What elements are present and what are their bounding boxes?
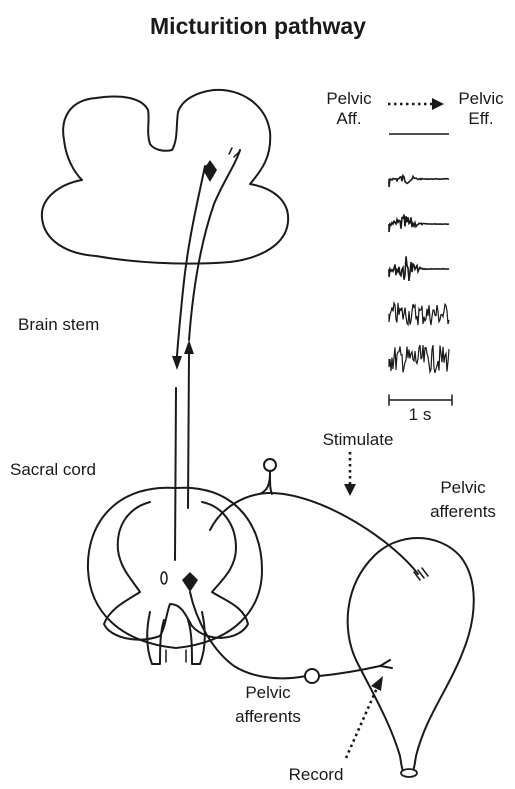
trace-left-header-1: Pelvic xyxy=(326,89,372,108)
label-pelvic-afferents-bottom-2: afferents xyxy=(235,707,301,726)
stimulate-arrow xyxy=(344,452,356,496)
sacral-neuron xyxy=(182,572,198,592)
trace-right-header-2: Eff. xyxy=(468,109,493,128)
scale-bar-label: 1 s xyxy=(409,405,432,424)
label-pelvic-afferents-top-1: Pelvic xyxy=(440,478,486,497)
recording-traces-panel: Pelvic Aff. Pelvic Eff. 1 s xyxy=(326,89,504,424)
figure-title: Micturition pathway xyxy=(150,13,366,39)
label-brain-stem: Brain stem xyxy=(18,315,99,334)
trace-4 xyxy=(389,256,449,281)
bladder-outline xyxy=(348,538,474,777)
trace-left-header-2: Aff. xyxy=(336,109,361,128)
trace-6 xyxy=(389,345,449,373)
label-pelvic-afferents-top-2: afferents xyxy=(430,502,496,521)
brain-stem-outline xyxy=(42,90,288,264)
label-stimulate: Stimulate xyxy=(323,430,394,449)
label-record: Record xyxy=(289,765,344,784)
pelvic-afferent-nerve xyxy=(210,459,428,580)
trace-right-header-1: Pelvic xyxy=(458,89,504,108)
trace-3 xyxy=(389,215,449,232)
record-arrow xyxy=(346,676,383,758)
brainstem-neuron xyxy=(203,160,217,182)
trace-header: Pelvic Aff. Pelvic Eff. xyxy=(326,89,504,128)
trace-2 xyxy=(389,176,449,188)
scale-bar xyxy=(389,395,452,405)
trace-group xyxy=(389,134,449,373)
ascending-pathway xyxy=(184,148,240,508)
label-pelvic-afferents-bottom-1: Pelvic xyxy=(245,683,291,702)
trace-5 xyxy=(389,303,449,325)
label-sacral-cord: Sacral cord xyxy=(10,460,96,479)
